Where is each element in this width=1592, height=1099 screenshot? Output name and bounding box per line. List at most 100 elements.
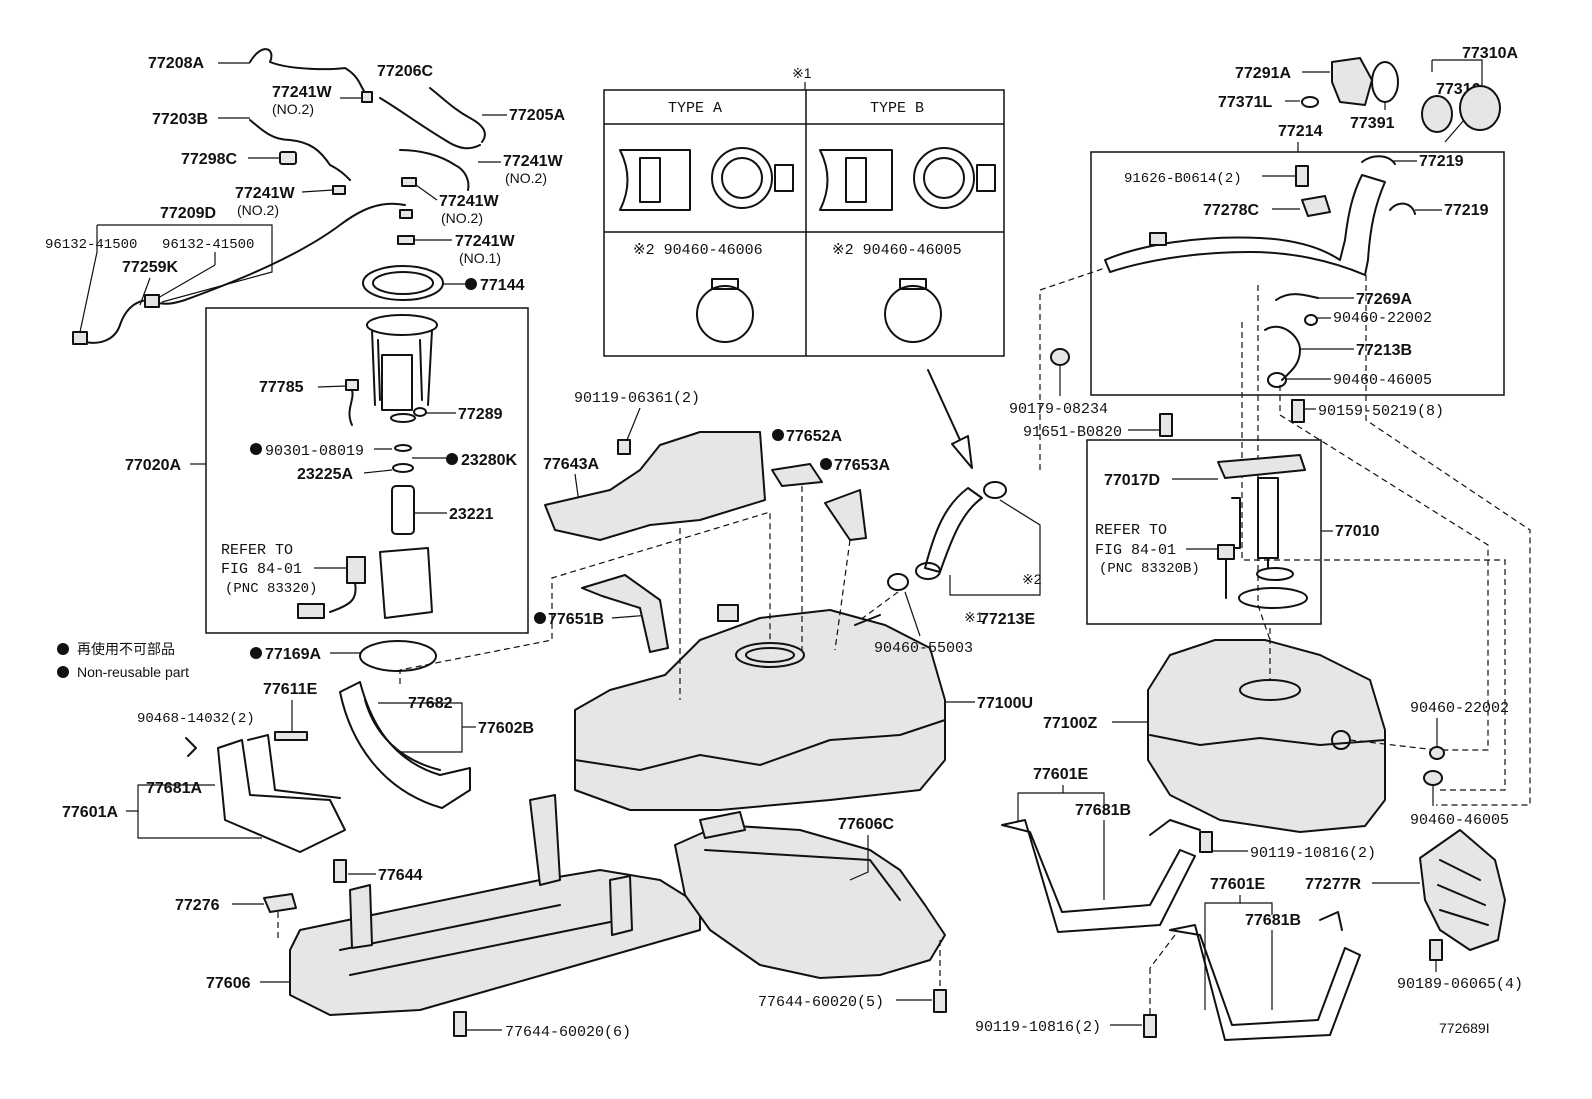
refer-right-line1: REFER TO bbox=[1095, 522, 1167, 539]
connector-77785 bbox=[345, 379, 359, 391]
label-no1-e: (NO.1) bbox=[459, 250, 501, 266]
clamp-a-label: ※2 90460-46006 bbox=[633, 242, 763, 259]
note1-mark-table: ※1 bbox=[792, 65, 812, 81]
retainer-ring-inner bbox=[372, 271, 434, 295]
cushion-23225A bbox=[392, 463, 414, 473]
clamp-upper-77213E bbox=[983, 481, 1007, 499]
label-77606C: 77606C bbox=[838, 816, 894, 833]
label-90119-06361: 90119-06361(2) bbox=[574, 390, 700, 407]
label-77010: 77010 bbox=[1335, 523, 1380, 540]
label-77681B-a: 77681B bbox=[1075, 802, 1131, 819]
label-77241W-b: 77241W bbox=[503, 153, 563, 170]
label-90119-10816-b: 90119-10816(2) bbox=[975, 1019, 1101, 1036]
fuel-line-77206C bbox=[379, 97, 481, 150]
hose-77213B bbox=[1264, 325, 1301, 381]
legend-dot-en bbox=[57, 666, 69, 678]
protector-77277R bbox=[1419, 829, 1506, 951]
hose-77269A bbox=[1275, 293, 1319, 301]
filler-pipe-box bbox=[1090, 151, 1505, 396]
clip-90468 bbox=[185, 737, 197, 757]
wire-77785 bbox=[348, 389, 354, 426]
clamp-b-band bbox=[899, 278, 927, 290]
label-77100U: 77100U bbox=[977, 695, 1033, 712]
fuel-pump-23221 bbox=[391, 485, 415, 535]
label-no2-a: (NO.2) bbox=[272, 101, 314, 117]
label-77289: 77289 bbox=[458, 406, 503, 423]
label-77206C: 77206C bbox=[377, 63, 433, 80]
connector-96132-b bbox=[72, 331, 88, 345]
pump-top-flange bbox=[366, 314, 438, 336]
label-90460-46005-b: 90460-46005 bbox=[1410, 812, 1509, 829]
label-no2-c: (NO.2) bbox=[237, 202, 279, 218]
retainer-ring-77144 bbox=[362, 265, 444, 301]
label-77644: 77644 bbox=[378, 867, 423, 884]
label-77100Z: 77100Z bbox=[1043, 715, 1097, 732]
fuel-tank-77100Z bbox=[1147, 639, 1386, 833]
fuel-line-mid bbox=[399, 149, 470, 191]
label-77241W-c: 77241W bbox=[235, 185, 295, 202]
bolt-91626 bbox=[1295, 165, 1309, 187]
type-b-header: TYPE B bbox=[870, 100, 924, 117]
protector-77643A bbox=[544, 431, 766, 541]
label-77259K: 77259K bbox=[122, 259, 178, 276]
label-77213E: 77213E bbox=[980, 611, 1035, 628]
bolt-90119-06361 bbox=[617, 439, 631, 455]
refer-left-line1: REFER TO bbox=[221, 542, 293, 559]
protector-77277R-ribs bbox=[1437, 859, 1489, 926]
label-91651: 91651-B0820 bbox=[1023, 424, 1122, 441]
label-77241W-a: 77241W bbox=[272, 84, 332, 101]
direction-arrow bbox=[927, 369, 973, 469]
housing-77291A bbox=[1331, 57, 1373, 106]
label-77298C: 77298C bbox=[181, 151, 237, 168]
label-77213B: 77213B bbox=[1356, 342, 1412, 359]
clamp-90460-46006 bbox=[696, 285, 754, 343]
protector-77606 bbox=[289, 794, 701, 1016]
label-90119-10816-a: 90119-10816(2) bbox=[1250, 845, 1376, 862]
filler-pipe-77214 bbox=[1104, 174, 1386, 276]
bolt-77644-60020-5 bbox=[933, 989, 947, 1013]
label-77276: 77276 bbox=[175, 897, 220, 914]
clip-77298C bbox=[279, 151, 297, 165]
label-77371L: 77371L bbox=[1218, 94, 1272, 111]
label-77269A: 77269A bbox=[1356, 291, 1412, 308]
nonreusable-mark-77169A bbox=[250, 647, 262, 659]
fuel-filter bbox=[379, 547, 433, 619]
label-96132-a: 96132-41500 bbox=[45, 237, 137, 253]
clamp-90460-46005-a bbox=[1267, 372, 1287, 388]
legend-en: Non-reusable part bbox=[77, 664, 189, 680]
type-table bbox=[603, 89, 1005, 357]
label-77241W-e: 77241W bbox=[455, 233, 515, 250]
hose-77213E-end bbox=[915, 562, 941, 580]
label-90460-22002-a: 90460-22002 bbox=[1333, 310, 1432, 327]
sender-connector bbox=[297, 603, 325, 619]
label-77601E-a: 77601E bbox=[1033, 766, 1088, 783]
strap-77601E-b bbox=[1169, 924, 1361, 1041]
label-77291A: 77291A bbox=[1235, 65, 1291, 82]
clamp-90460-46005 bbox=[884, 285, 942, 343]
label-77169A: 77169A bbox=[265, 646, 321, 663]
connector-96132-a bbox=[144, 294, 160, 308]
label-77208A: 77208A bbox=[148, 55, 204, 72]
label-23221: 23221 bbox=[449, 506, 494, 523]
bolt-90189 bbox=[1429, 939, 1443, 961]
label-90460-55003: 90460-55003 bbox=[874, 640, 973, 657]
clip-77241W-a bbox=[361, 91, 373, 103]
fuel-tank-77100U bbox=[574, 604, 946, 811]
gasket-77391 bbox=[1371, 61, 1399, 103]
strap-77601E-a bbox=[1001, 819, 1196, 933]
clamp-b-label: ※2 90460-46005 bbox=[832, 242, 962, 259]
label-77644-5: 77644-60020(5) bbox=[758, 994, 884, 1011]
label-77241W-d: 77241W bbox=[439, 193, 499, 210]
label-77219-b: 77219 bbox=[1444, 202, 1489, 219]
sender-gauge bbox=[346, 556, 366, 584]
bracket-77278C bbox=[1301, 195, 1331, 217]
oring-90301 bbox=[390, 413, 416, 423]
hose-77259K bbox=[84, 299, 151, 344]
type-b-fitting bbox=[819, 147, 996, 211]
label-77310A: 77310A bbox=[1462, 45, 1518, 62]
sender-assembly-77010 bbox=[1217, 454, 1308, 609]
fuel-pump-assembly bbox=[297, 314, 438, 619]
label-77644-6: 77644-60020(6) bbox=[505, 1024, 631, 1041]
pad-77653A bbox=[824, 489, 867, 541]
